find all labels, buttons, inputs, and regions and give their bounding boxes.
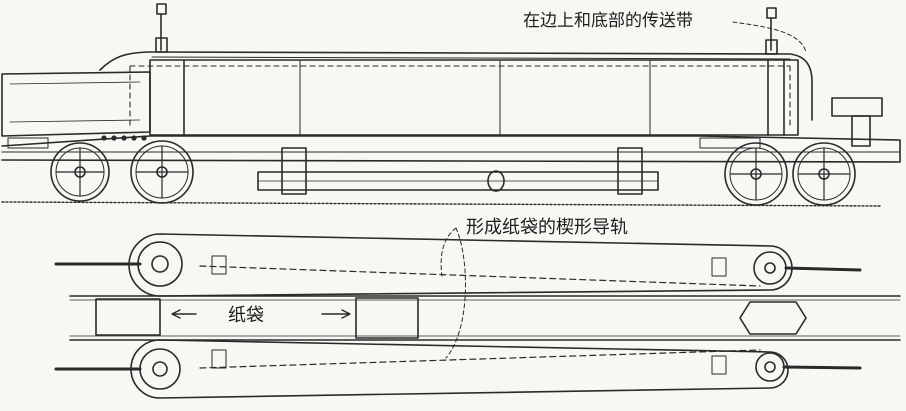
post-right [765, 7, 778, 55]
bag-channel [69, 295, 901, 341]
leader-top-belts [732, 21, 807, 53]
upper-left-pulley [137, 241, 183, 287]
arrow-mid-bag [321, 309, 351, 319]
lower-right-pulley [755, 352, 785, 382]
chassis [1, 135, 901, 163]
paper-bag-flat [739, 301, 807, 335]
side-elevation [1, 3, 901, 207]
wheel-2 [130, 140, 194, 204]
label-wedge-rails: 形成纸袋的楔形导轨 [466, 217, 628, 238]
wheel-3 [724, 142, 788, 206]
hood [99, 51, 813, 121]
rivet-row [101, 135, 147, 141]
post-left [155, 3, 168, 53]
ground-line [1, 201, 881, 207]
wheel-4 [792, 142, 856, 206]
lower-belt [130, 339, 789, 399]
plan-view [54, 227, 901, 399]
end-bracket [831, 97, 883, 117]
paper-bag-mid [355, 297, 419, 339]
paper-tube [1, 71, 151, 137]
arrow-left-bag [171, 309, 197, 319]
wedge-rail-lower [199, 349, 761, 369]
wedge-rail-upper [199, 265, 761, 287]
upper-right-pulley [753, 251, 787, 285]
leader-wedge-rails [440, 227, 466, 359]
paper-bag-left [95, 298, 161, 336]
lower-left-pulley [139, 348, 181, 390]
side-belt [129, 65, 791, 129]
label-top-belts: 在边上和底部的传送带 [523, 11, 693, 31]
label-paper-bag: 纸袋 [228, 305, 264, 326]
machine-body [149, 59, 799, 136]
wheel-1 [50, 142, 110, 202]
